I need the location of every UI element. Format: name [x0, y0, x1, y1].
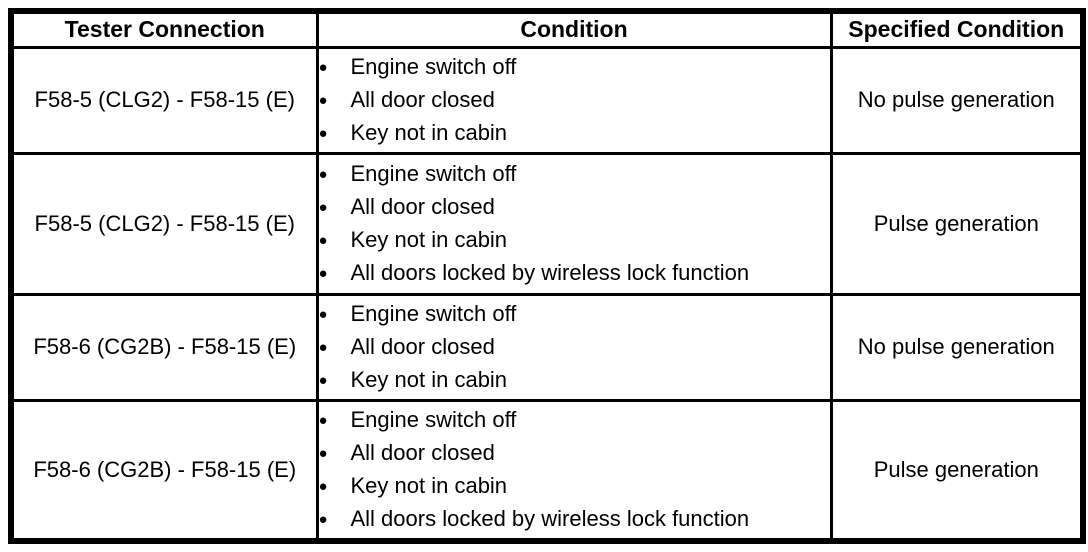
condition-text: Key not in cabin: [350, 227, 508, 252]
condition-item: ● All door closed: [318, 437, 828, 470]
condition-cell: ● Engine switch off ● All door closed ● …: [315, 292, 833, 402]
condition-text: All door closed: [350, 334, 495, 359]
condition-text: All door closed: [350, 440, 495, 466]
specified-condition-cell: No pulse generation: [829, 292, 1085, 402]
bullet-icon: ●: [318, 91, 328, 109]
bullet-icon: ●: [318, 264, 328, 282]
condition-item: ● Key not in cabin: [318, 470, 828, 503]
condition-item: ● All door closed: [318, 191, 828, 224]
bullet-icon: ●: [318, 124, 328, 142]
condition-item: ● Key not in cabin: [318, 117, 828, 150]
tester-connection-cell: F58-5 (CLG2) - F58-15 (E): [9, 151, 319, 296]
condition-text: Engine switch off: [350, 161, 517, 186]
tester-connection-cell: F58-5 (CLG2) - F58-15 (E): [9, 45, 319, 155]
condition-text: All doors locked by wireless lock functi…: [350, 506, 750, 532]
bullet-icon: ●: [318, 510, 328, 528]
tester-connection-cell: F58-6 (CG2B) - F58-15 (E): [9, 292, 319, 402]
condition-text: All door closed: [350, 87, 495, 112]
specified-condition-cell: Pulse generation: [829, 151, 1085, 296]
condition-text: All doors locked by wireless lock functi…: [350, 260, 750, 285]
condition-text: Engine switch off: [350, 407, 517, 433]
condition-text: Engine switch off: [350, 54, 517, 79]
condition-text: All door closed: [350, 194, 495, 219]
condition-item: ● All door closed: [318, 331, 828, 364]
condition-item: ● All doors locked by wireless lock func…: [318, 257, 828, 290]
condition-item: ● All doors locked by wireless lock func…: [318, 503, 828, 536]
tester-connection-cell: F58-6 (CG2B) - F58-15 (E): [9, 398, 319, 543]
table-row: F58-6 (CG2B) - F58-15 (E) ● Engine switc…: [9, 398, 1085, 543]
condition-item: ● Key not in cabin: [318, 224, 828, 257]
bullet-icon: ●: [318, 411, 328, 429]
condition-item: ● Engine switch off: [318, 51, 828, 84]
condition-text: Key not in cabin: [350, 367, 508, 392]
specified-condition-cell: No pulse generation: [829, 45, 1085, 155]
condition-text: Key not in cabin: [350, 473, 508, 499]
bullet-icon: ●: [318, 305, 328, 323]
bullet-icon: ●: [318, 444, 328, 462]
condition-item: ● All door closed: [318, 84, 828, 117]
table-header-row: Tester Connection Condition Specified Co…: [9, 9, 1085, 49]
bullet-icon: ●: [318, 338, 328, 356]
condition-cell: ● Engine switch off ● All door closed ● …: [315, 45, 833, 155]
condition-item: ● Engine switch off: [318, 158, 828, 191]
header-tester-connection: Tester Connection: [9, 9, 319, 49]
table-row: F58-6 (CG2B) - F58-15 (E) ● Engine switc…: [9, 292, 1085, 402]
condition-item: ● Engine switch off: [318, 298, 828, 331]
condition-text: Key not in cabin: [350, 120, 508, 145]
table-row: F58-5 (CLG2) - F58-15 (E) ● Engine switc…: [9, 45, 1085, 155]
header-specified-condition: Specified Condition: [829, 9, 1085, 49]
bullet-icon: ●: [318, 477, 328, 495]
bullet-icon: ●: [318, 371, 328, 389]
bullet-icon: ●: [318, 58, 328, 76]
specified-condition-cell: Pulse generation: [829, 398, 1085, 543]
condition-item: ● Key not in cabin: [318, 364, 828, 397]
tester-connection-spec-table-wrap: Tester Connection Condition Specified Co…: [8, 8, 1086, 544]
table-row: F58-5 (CLG2) - F58-15 (E) ● Engine switc…: [9, 151, 1085, 296]
tester-connection-spec-table: Tester Connection Condition Specified Co…: [8, 8, 1086, 544]
condition-cell: ● Engine switch off ● All door closed ● …: [315, 151, 833, 296]
bullet-icon: ●: [318, 231, 328, 249]
condition-text: Engine switch off: [350, 301, 517, 326]
header-condition: Condition: [315, 9, 833, 49]
bullet-icon: ●: [318, 198, 328, 216]
condition-item: ● Engine switch off: [318, 404, 828, 437]
condition-cell: ● Engine switch off ● All door closed ● …: [315, 398, 833, 543]
bullet-icon: ●: [318, 165, 328, 183]
